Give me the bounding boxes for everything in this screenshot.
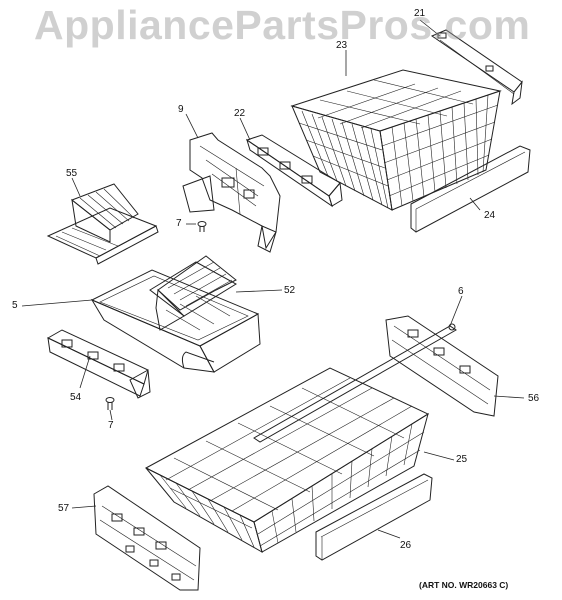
basket-slide-rail bbox=[385, 315, 499, 417]
upper-wire-basket bbox=[290, 69, 502, 211]
lower-wire-basket bbox=[144, 367, 430, 554]
screw-upper bbox=[197, 221, 207, 232]
callout-57: 57 bbox=[58, 503, 70, 514]
callout-55: 55 bbox=[66, 168, 78, 179]
callout-25: 25 bbox=[456, 454, 468, 465]
callout-26: 26 bbox=[400, 540, 412, 551]
upper-basket-front-panel bbox=[410, 145, 531, 233]
callout-7-lower: 7 bbox=[108, 420, 114, 431]
callout-7-upper: 7 bbox=[176, 218, 182, 229]
callout-21: 21 bbox=[414, 8, 426, 19]
callout-23: 23 bbox=[336, 40, 348, 51]
pan-insert bbox=[149, 255, 237, 331]
leader-lines bbox=[21, 19, 525, 539]
callout-22: 22 bbox=[234, 108, 246, 119]
callout-52: 52 bbox=[284, 285, 296, 296]
pan-slide-rail bbox=[46, 329, 151, 399]
callout-6: 6 bbox=[458, 286, 464, 297]
small-deli-bin bbox=[46, 183, 159, 265]
art-number: (ART NO. WR20663 C) bbox=[419, 580, 509, 590]
lower-basket-front-panel bbox=[315, 473, 433, 561]
callout-56: 56 bbox=[528, 393, 540, 404]
lower-rail-cover bbox=[93, 485, 201, 591]
callout-9: 9 bbox=[178, 104, 184, 115]
watermark-logo: AppliancePartsPros.com bbox=[34, 2, 531, 48]
callout-5: 5 bbox=[12, 300, 18, 311]
upper-basket-rail bbox=[430, 29, 523, 106]
callout-24: 24 bbox=[484, 210, 496, 221]
pan-support-bracket bbox=[182, 132, 281, 253]
screw-lower bbox=[105, 397, 115, 410]
callout-54: 54 bbox=[70, 392, 82, 403]
basket-rod bbox=[253, 323, 457, 443]
slide-rail bbox=[245, 134, 343, 208]
